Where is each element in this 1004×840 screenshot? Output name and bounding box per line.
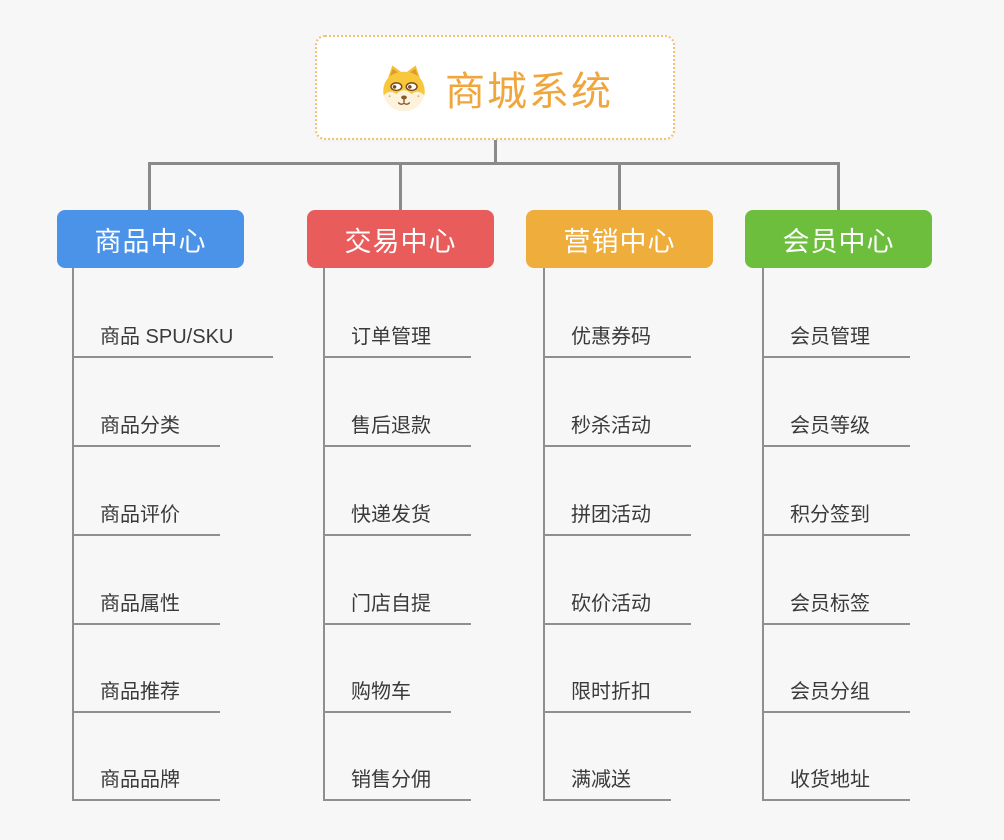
branch-label-marketing-center: 营销中心 (563, 226, 676, 257)
leaf-product-review[interactable]: 商品评价 (72, 502, 220, 536)
connector-drop-trade (399, 162, 402, 210)
leaf-member-tag[interactable]: 会员标签 (762, 591, 910, 625)
branch-node-trade-center[interactable]: 交易中心 (307, 210, 494, 268)
branch-node-member-center[interactable]: 会员中心 (745, 210, 932, 268)
leaf-product-attribute[interactable]: 商品属性 (72, 591, 220, 625)
leaf-points-checkin[interactable]: 积分签到 (762, 502, 910, 536)
leaf-column-trade-center: 订单管理 售后退款 快递发货 门店自提 购物车 销售分佣 (323, 268, 583, 808)
leaf-member-group[interactable]: 会员分组 (762, 679, 910, 713)
connector-drop-product (148, 162, 151, 210)
leaf-full-reduction[interactable]: 满减送 (543, 767, 671, 801)
connector-root-stem (494, 140, 497, 165)
leaf-member-level[interactable]: 会员等级 (762, 413, 910, 447)
branch-node-marketing-center[interactable]: 营销中心 (526, 210, 713, 268)
branch-label-product-center: 商品中心 (94, 226, 207, 257)
leaf-shopping-cart[interactable]: 购物车 (323, 679, 451, 713)
leaf-product-brand[interactable]: 商品品牌 (72, 767, 220, 801)
branch-node-product-center[interactable]: 商品中心 (57, 210, 244, 268)
branch-label-trade-center: 交易中心 (344, 226, 457, 257)
leaf-group-buy[interactable]: 拼团活动 (543, 502, 691, 536)
leaf-express-delivery[interactable]: 快递发货 (323, 502, 471, 536)
leaf-coupon-code[interactable]: 优惠券码 (543, 324, 691, 358)
leaf-column-marketing-center: 优惠券码 秒杀活动 拼团活动 砍价活动 限时折扣 满减送 (543, 268, 803, 808)
leaf-product-spu-sku[interactable]: 商品 SPU/SKU (72, 324, 274, 358)
connector-drop-marketing (618, 162, 621, 210)
connector-horizontal-rail (148, 162, 840, 165)
leaf-order-management[interactable]: 订单管理 (323, 324, 471, 358)
leaf-sales-commission[interactable]: 销售分佣 (323, 767, 471, 801)
connector-drop-member (837, 162, 840, 210)
leaf-flash-sale[interactable]: 秒杀活动 (543, 413, 691, 447)
leaf-time-limited-discount[interactable]: 限时折扣 (543, 679, 691, 713)
root-node[interactable]: 商城系统 (315, 35, 675, 140)
leaf-column-product-center: 商品 SPU/SKU 商品分类 商品评价 商品属性 商品推荐 商品品牌 (72, 268, 332, 808)
branch-label-member-center: 会员中心 (782, 226, 895, 257)
leaf-member-management[interactable]: 会员管理 (762, 324, 910, 358)
shiba-dog-icon (383, 65, 425, 111)
leaf-after-sale-refund[interactable]: 售后退款 (323, 413, 471, 447)
leaf-product-recommend[interactable]: 商品推荐 (72, 679, 220, 713)
leaf-store-pickup[interactable]: 门店自提 (323, 591, 471, 625)
root-title: 商城系统 (445, 69, 613, 114)
leaf-column-member-center: 会员管理 会员等级 积分签到 会员标签 会员分组 收货地址 (762, 268, 1004, 808)
leaf-product-category[interactable]: 商品分类 (72, 413, 220, 447)
leaf-bargain-activity[interactable]: 砍价活动 (543, 591, 691, 625)
leaf-shipping-address[interactable]: 收货地址 (762, 767, 910, 801)
